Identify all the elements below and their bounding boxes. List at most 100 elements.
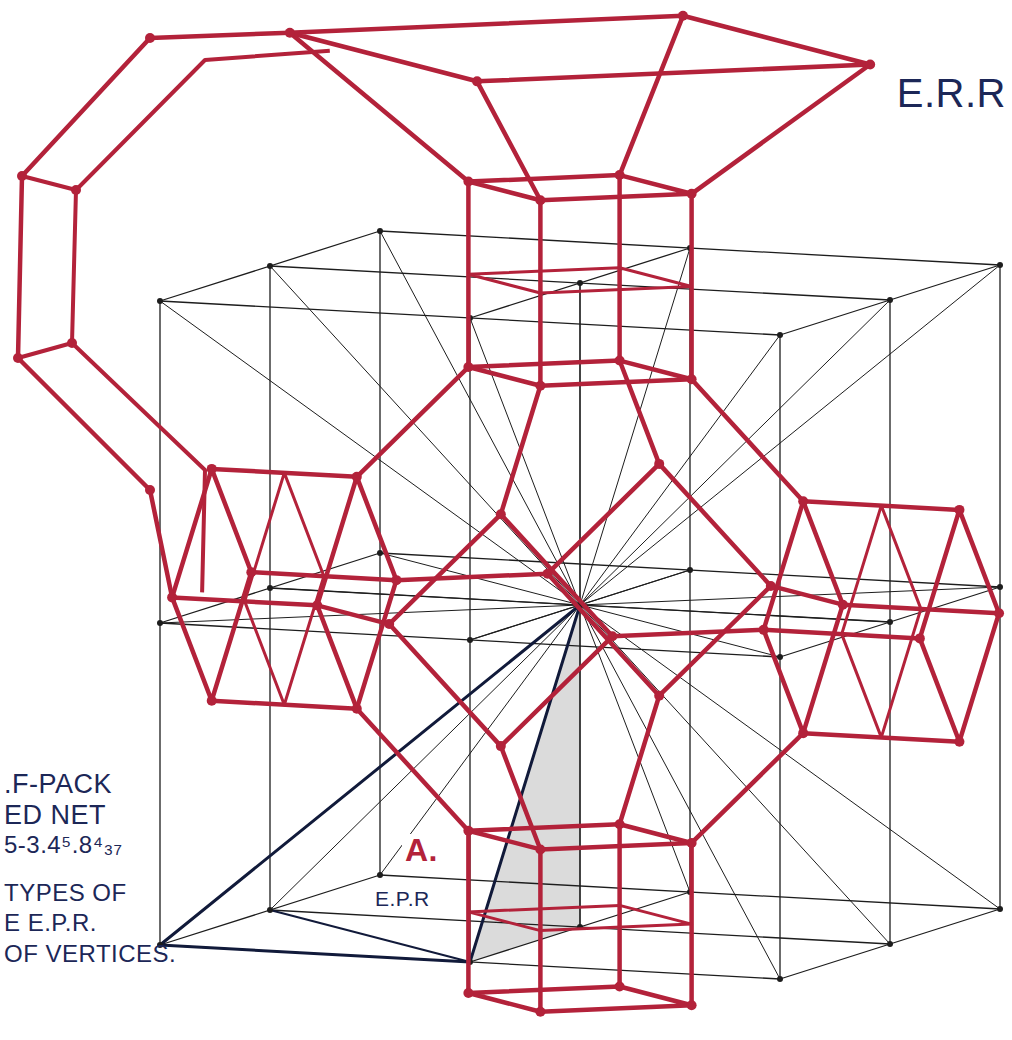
star-line (580, 605, 1000, 909)
net-vertex (535, 381, 545, 391)
lattice-vertex (687, 567, 693, 573)
tube-end (172, 469, 251, 701)
net-edge (803, 605, 843, 734)
net-edge (389, 514, 501, 624)
net-vertex (463, 988, 473, 998)
net-vertex (391, 575, 401, 585)
net-vertex (654, 691, 664, 701)
net-vertex (145, 33, 155, 43)
net-vertex (654, 459, 664, 469)
net-edge (501, 386, 541, 515)
tube-ring (468, 905, 691, 930)
star-line (580, 300, 890, 605)
note-text: ED NET (4, 801, 106, 829)
star-line (470, 605, 580, 640)
star-line (580, 605, 780, 979)
star-line (160, 301, 580, 605)
lattice-vertex (267, 263, 273, 269)
lattice-vertex (377, 872, 383, 878)
handle-rung (22, 176, 76, 190)
net-edge (317, 605, 357, 708)
net-vertex (678, 11, 688, 21)
net-vertex (352, 704, 362, 714)
net-edge (468, 831, 540, 850)
tube-ring (245, 473, 324, 705)
net-vertex (865, 59, 875, 69)
lattice-vertex (267, 585, 273, 591)
net-edge (764, 501, 804, 630)
handle-rung (18, 343, 72, 358)
net-edge (659, 464, 771, 586)
star-line (580, 335, 780, 605)
net-vertex (798, 728, 808, 738)
net-edge (764, 630, 804, 733)
star-line (580, 570, 690, 605)
net-edge (357, 367, 469, 477)
point-label: A. (402, 834, 441, 868)
lattice-vertex (467, 637, 473, 643)
net-edge (317, 605, 389, 624)
net-edge (771, 586, 843, 605)
lattice-vertex (377, 228, 383, 234)
net-vertex (207, 696, 217, 706)
net-edge (501, 746, 541, 849)
lattice-vertex (997, 262, 1003, 268)
net-vertex (766, 581, 776, 591)
funnel-edge (620, 16, 683, 175)
net-edge (803, 501, 843, 604)
net-vertex (246, 567, 256, 577)
star-line (580, 605, 581, 927)
net-vertex (207, 464, 217, 474)
tube-end (468, 987, 691, 1012)
net-edge (620, 361, 660, 464)
net-edge (659, 586, 771, 696)
net-vertex (607, 631, 617, 641)
net-edge (620, 696, 660, 825)
net-edge (692, 733, 804, 843)
net-vertex (615, 982, 625, 992)
net-vertex (384, 619, 394, 629)
net-edge (692, 379, 804, 501)
tube-end (920, 510, 999, 742)
lattice-vertex (157, 298, 163, 304)
net-edge (468, 367, 540, 386)
net-edge (357, 477, 397, 580)
net-vertex (687, 1000, 697, 1010)
net-vertex (915, 633, 925, 643)
net-vertex (463, 826, 473, 836)
handle-outer (18, 33, 290, 598)
net-edge (317, 477, 357, 606)
net-vertex (463, 362, 473, 372)
net-edge (548, 464, 660, 574)
lattice-line (160, 231, 380, 301)
net-edge (396, 574, 547, 580)
net-vertex (798, 496, 808, 506)
net-vertex (145, 485, 155, 495)
tetrahedron-edge (270, 910, 470, 962)
funnel-edge (692, 64, 871, 193)
lattice-vertex (267, 907, 273, 913)
net-vertex (954, 737, 964, 747)
lattice-vertex (887, 941, 893, 947)
lattice-vertex (577, 280, 583, 286)
lattice-vertex (777, 332, 783, 338)
lattice-vertex (887, 619, 893, 625)
note-text: E.R.R (897, 72, 1006, 114)
lattice-line (780, 265, 1000, 335)
net-edge (612, 630, 763, 636)
net-edge (357, 580, 397, 709)
tube-ring (468, 268, 691, 293)
star-line (580, 265, 1000, 605)
net-edge (468, 824, 619, 830)
tube-end (468, 175, 691, 200)
lattice-vertex (157, 620, 163, 626)
net-edge (540, 379, 691, 385)
net-edge (357, 709, 469, 831)
note-text: OF VERTICES. (4, 941, 176, 966)
net-vertex (687, 374, 697, 384)
net-vertex (954, 505, 964, 515)
net-vertex (535, 844, 545, 854)
net-vertex (352, 472, 362, 482)
lattice-vertex (777, 976, 783, 982)
